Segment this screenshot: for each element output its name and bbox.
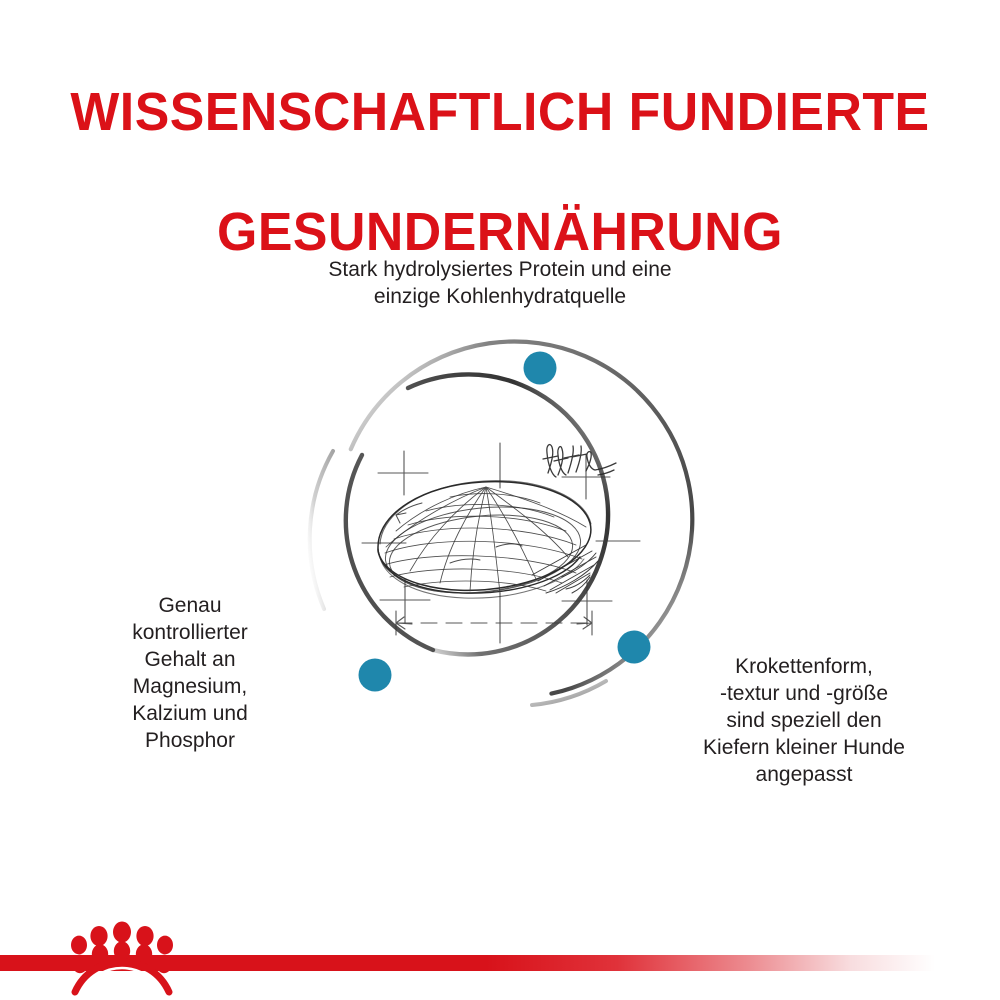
callout-text-right: Krokettenform, -textur und -größe sind s… bbox=[703, 655, 905, 786]
kibble-technical-sketch bbox=[361, 442, 641, 644]
kibble-longitude-lines bbox=[385, 486, 587, 594]
royal-canin-crown-logo bbox=[62, 912, 182, 1000]
node-top bbox=[523, 351, 557, 385]
node-bottom-left bbox=[358, 658, 392, 692]
page-title-line-1: WISSENSCHAFTLICH FUNDIERTE bbox=[70, 82, 930, 142]
kibble-orbit-diagram bbox=[300, 325, 700, 725]
page-title-line-2: GESUNDERNÄHRUNG bbox=[217, 202, 783, 262]
kibble-shading bbox=[531, 544, 599, 594]
inner-ring bbox=[343, 372, 611, 657]
callout-text-top: Stark hydrolysiertes Protein und eine ei… bbox=[328, 258, 672, 308]
kibble-base-ellipse bbox=[384, 506, 582, 594]
callout-text-left: Genau kontrollierter Gehalt an Magnesium… bbox=[132, 594, 248, 752]
outer-ring bbox=[307, 339, 695, 707]
footer-red-bar bbox=[0, 955, 935, 971]
crown-logo-arc bbox=[71, 958, 173, 996]
registration-marks bbox=[361, 442, 641, 644]
crown-logo-dots bbox=[71, 921, 173, 974]
handwritten-annotation bbox=[542, 443, 617, 478]
kibble-leader-marks bbox=[395, 502, 523, 564]
footer bbox=[0, 900, 1000, 1000]
node-bottom-right bbox=[617, 630, 651, 664]
dimension-line bbox=[395, 610, 593, 636]
page-title: WISSENSCHAFTLICH FUNDIERTE GESUNDERNÄHRU… bbox=[20, 22, 980, 322]
